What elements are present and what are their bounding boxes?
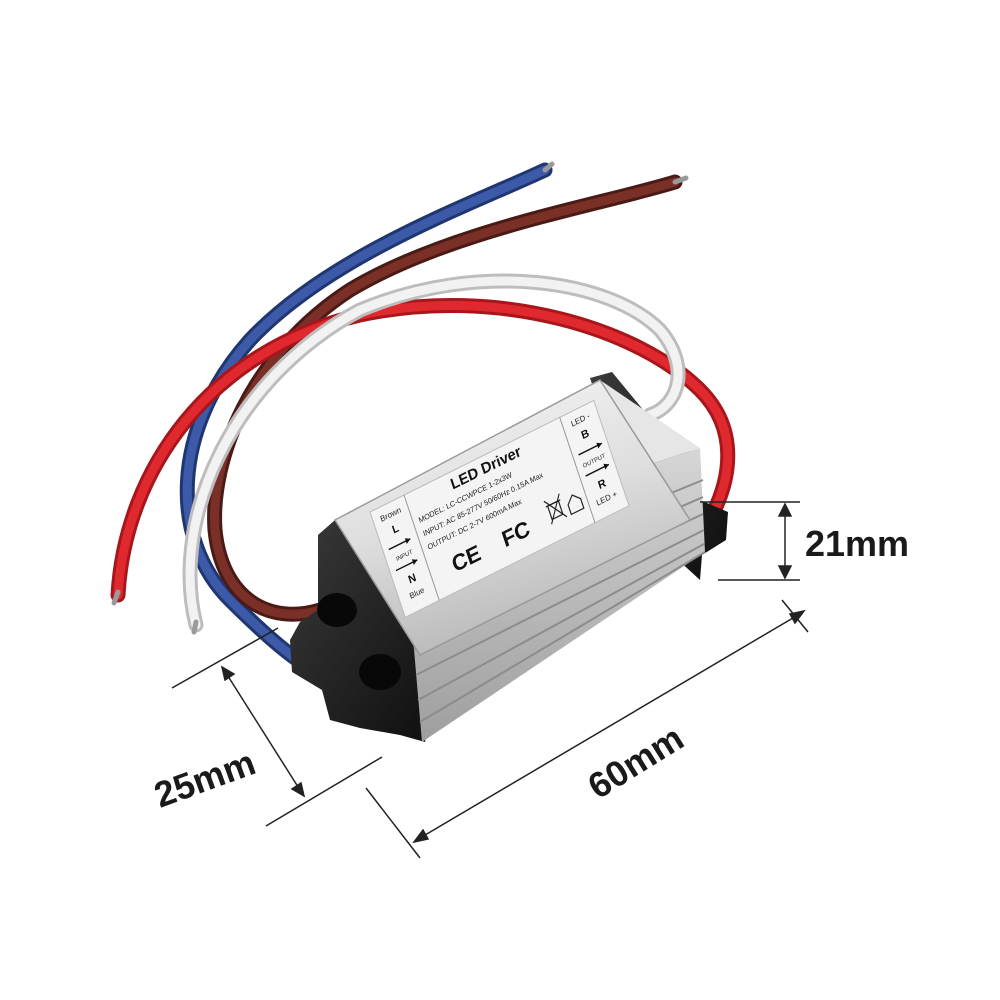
- left-l-text: L: [391, 522, 401, 537]
- right-r-text: R: [597, 477, 608, 492]
- height-dimension-label: 21mm: [805, 523, 909, 564]
- width-dimension-label: 25mm: [149, 741, 261, 815]
- dimension-height: [700, 501, 800, 581]
- right-b-text: B: [580, 427, 591, 442]
- house-icon: [567, 494, 585, 516]
- dimension-width: [171, 627, 383, 827]
- left-n-text: N: [407, 572, 418, 587]
- recycle-bin-icon: [543, 493, 568, 525]
- product-label: Brown L INPUT N Blue LED Driver MODEL: L…: [369, 399, 630, 619]
- dimension-length: [365, 599, 809, 859]
- length-dimension-label: 60mm: [581, 717, 691, 807]
- wires: [110, 161, 736, 687]
